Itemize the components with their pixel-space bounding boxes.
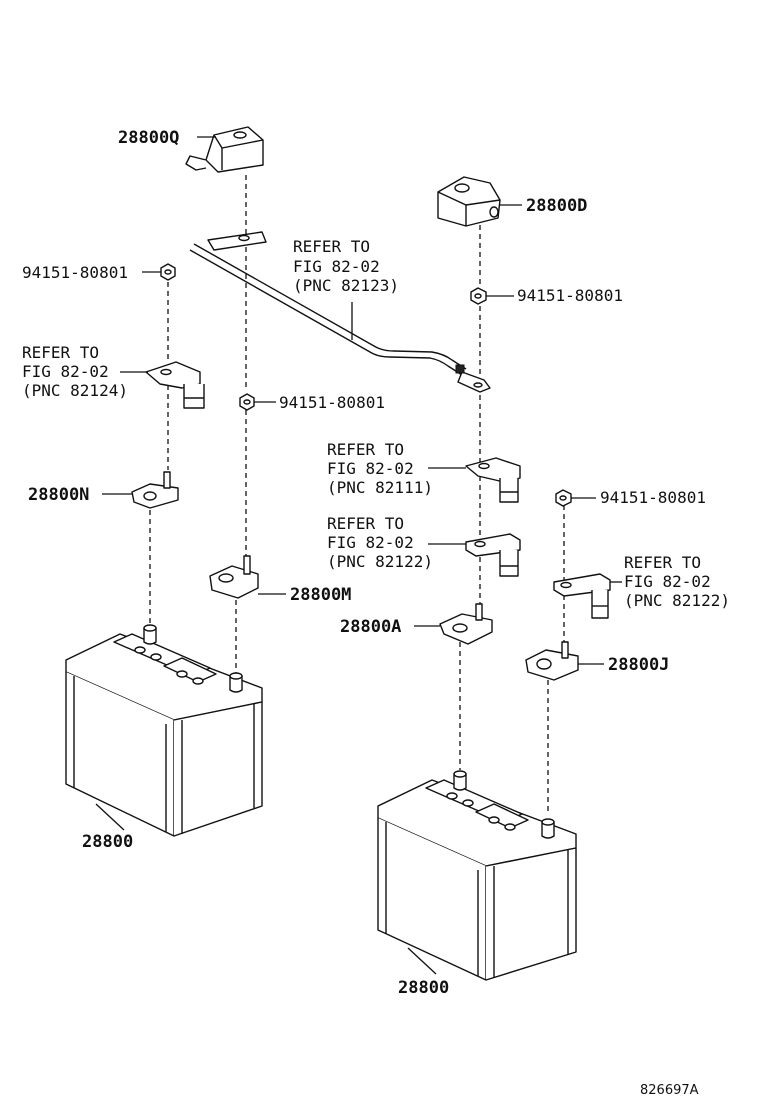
ref-mid-lower-l1: REFER TO [327,514,404,533]
ref-cable-l2: FIG 82-02 [293,257,380,276]
label-nut-top-right: 94151-80801 [517,286,623,305]
ref-cable-l1: REFER TO [293,237,370,256]
label-28800d: 28800D [526,196,587,216]
ref-right-l2: FIG 82-02 [624,572,711,591]
ref-mid-lower-l3: (PNC 82122) [327,552,433,571]
label-28800q: 28800Q [118,128,179,148]
nut-middle [239,393,255,411]
ref-left-l2: FIG 82-02 [22,362,109,381]
nut-right [555,489,572,507]
battery-right [377,770,577,981]
mid-upper-clamp [465,457,521,503]
ref-cable-l3: (PNC 82123) [293,276,399,295]
mid-lower-clamp [465,533,521,577]
ref-left-l1: REFER TO [22,343,99,362]
battery-cable [189,231,491,393]
label-28800n: 28800N [28,485,89,505]
label-battery-right: 28800 [398,978,449,998]
battery-left [65,624,263,837]
ref-mid-upper-l3: (PNC 82111) [327,478,433,497]
terminal-cover-q [185,126,264,173]
left-clamp [145,361,205,409]
ref-right-l1: REFER TO [624,553,701,572]
label-nut-middle: 94151-80801 [279,393,385,412]
label-nut-top-left: 94151-80801 [22,263,128,282]
nut-top-right [470,287,487,305]
label-28800j: 28800J [608,655,669,675]
label-battery-left: 28800 [82,832,133,852]
ref-mid-upper-l1: REFER TO [327,440,404,459]
diagram-id: 826697A [640,1083,699,1098]
terminal-28800a [439,603,493,645]
ref-left-l3: (PNC 82124) [22,381,128,400]
ref-right-l3: (PNC 82122) [624,591,730,610]
ref-mid-lower-l2: FIG 82-02 [327,533,414,552]
nut-top-left [160,263,176,281]
label-28800m: 28800M [290,585,351,605]
label-28800a: 28800A [340,617,401,637]
right-clamp [553,573,611,619]
label-nut-right: 94151-80801 [600,488,706,507]
terminal-28800n [131,471,179,509]
terminal-28800m [209,555,259,599]
assembly-lines [149,175,565,812]
ref-mid-upper-l2: FIG 82-02 [327,459,414,478]
terminal-28800j [525,641,579,681]
terminal-cover-d [437,176,501,227]
